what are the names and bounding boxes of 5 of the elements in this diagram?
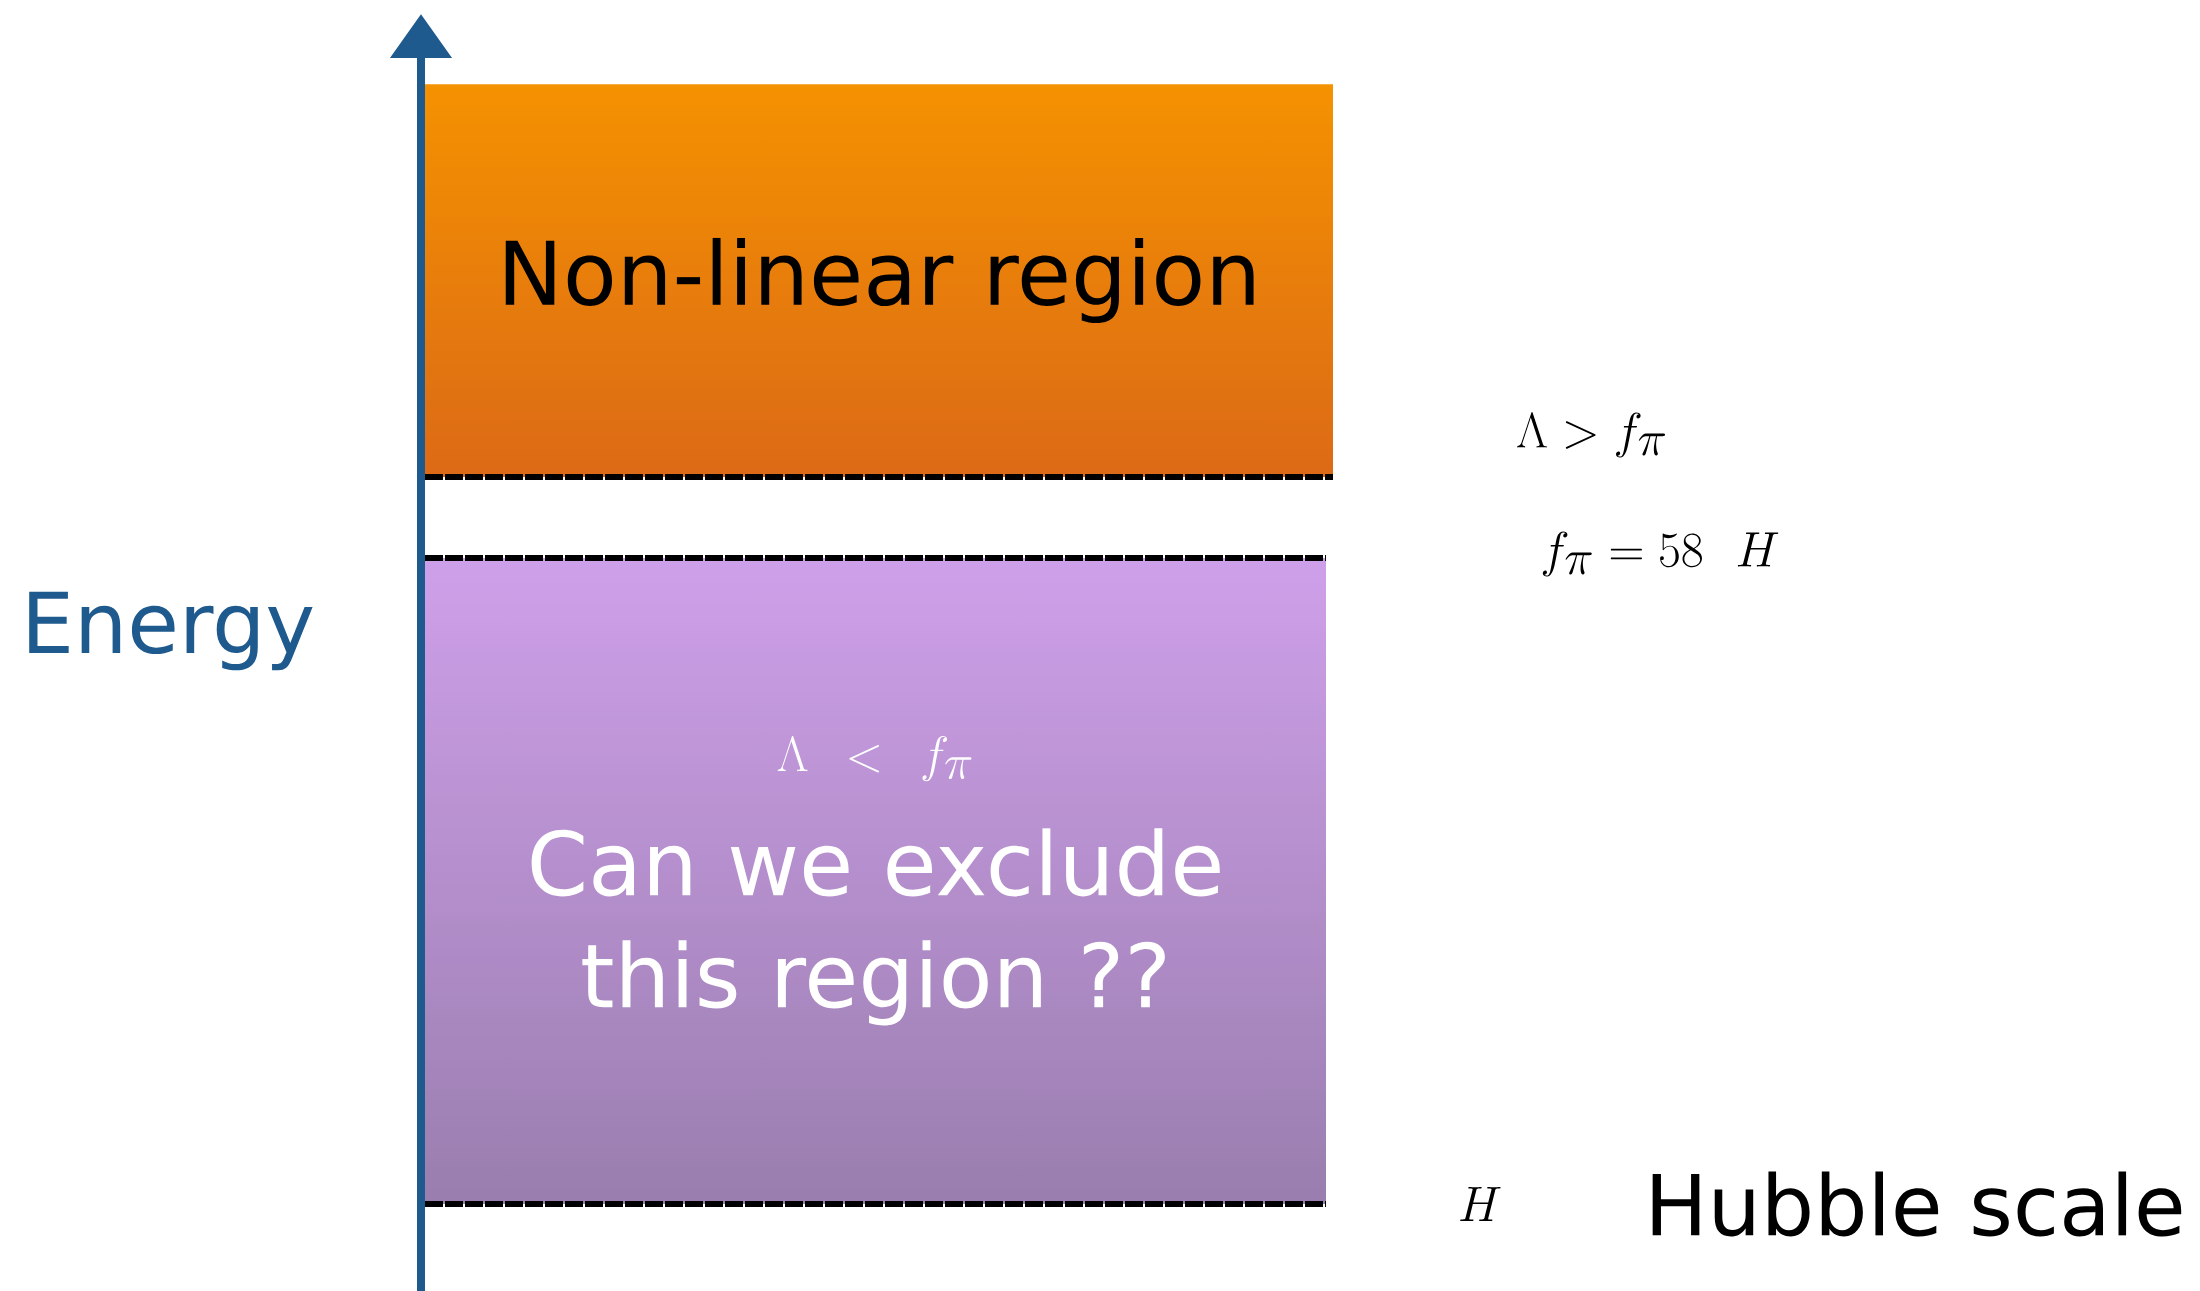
formula: $\Lambda > f_\pi$ xyxy=(1517,412,1666,458)
formula: $f_\pi = 58\ H$ xyxy=(1542,531,1779,577)
formula: $H$ xyxy=(1460,1187,1501,1221)
axis-label: Energy xyxy=(29,591,313,671)
scale-label: Hubble scale xyxy=(1652,1171,2182,1237)
